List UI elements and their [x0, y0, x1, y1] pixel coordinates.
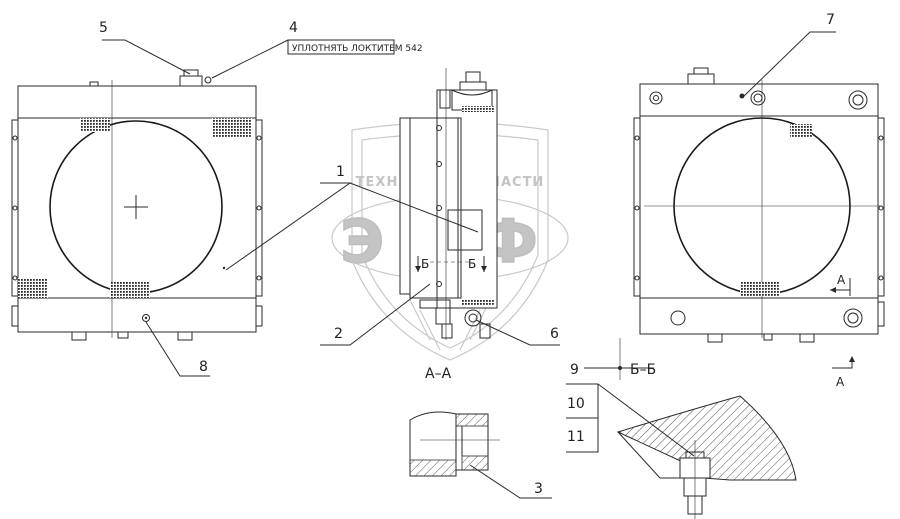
callout-labels: 5 4 УПЛОТНЯТЬ ЛОКТИТЕМ 542 1 2 6 7 8 3 9… [99, 12, 846, 497]
section-label-a-lower: А [836, 375, 845, 389]
callout-11: 11 [567, 429, 585, 445]
section-label-b-left: Б [421, 257, 429, 271]
right-radiator-view [633, 67, 885, 343]
section-label-a-right: А [837, 273, 846, 287]
callout-3: 3 [534, 481, 543, 497]
seal-note: УПЛОТНЯТЬ ЛОКТИТЕМ 542 [292, 44, 423, 54]
callout-9: 9 [570, 362, 579, 378]
detail-section-b-b [616, 338, 797, 519]
callout-7: 7 [826, 12, 835, 28]
leader-lines [102, 31, 855, 499]
callout-2: 2 [334, 326, 343, 342]
callout-10: 10 [567, 396, 585, 412]
left-radiator-view [11, 69, 263, 341]
callout-8: 8 [199, 359, 208, 375]
section-label-a-a: А–А [425, 366, 452, 382]
callout-4: 4 [289, 20, 298, 36]
center-side-view [399, 68, 498, 340]
callout-5: 5 [99, 20, 108, 36]
callout-1: 1 [336, 164, 345, 180]
section-label-b-b: Б–Б [630, 362, 656, 378]
callout-6: 6 [550, 326, 559, 342]
section-label-b-right: Б [468, 257, 476, 271]
detail-section-a-a [409, 411, 500, 477]
